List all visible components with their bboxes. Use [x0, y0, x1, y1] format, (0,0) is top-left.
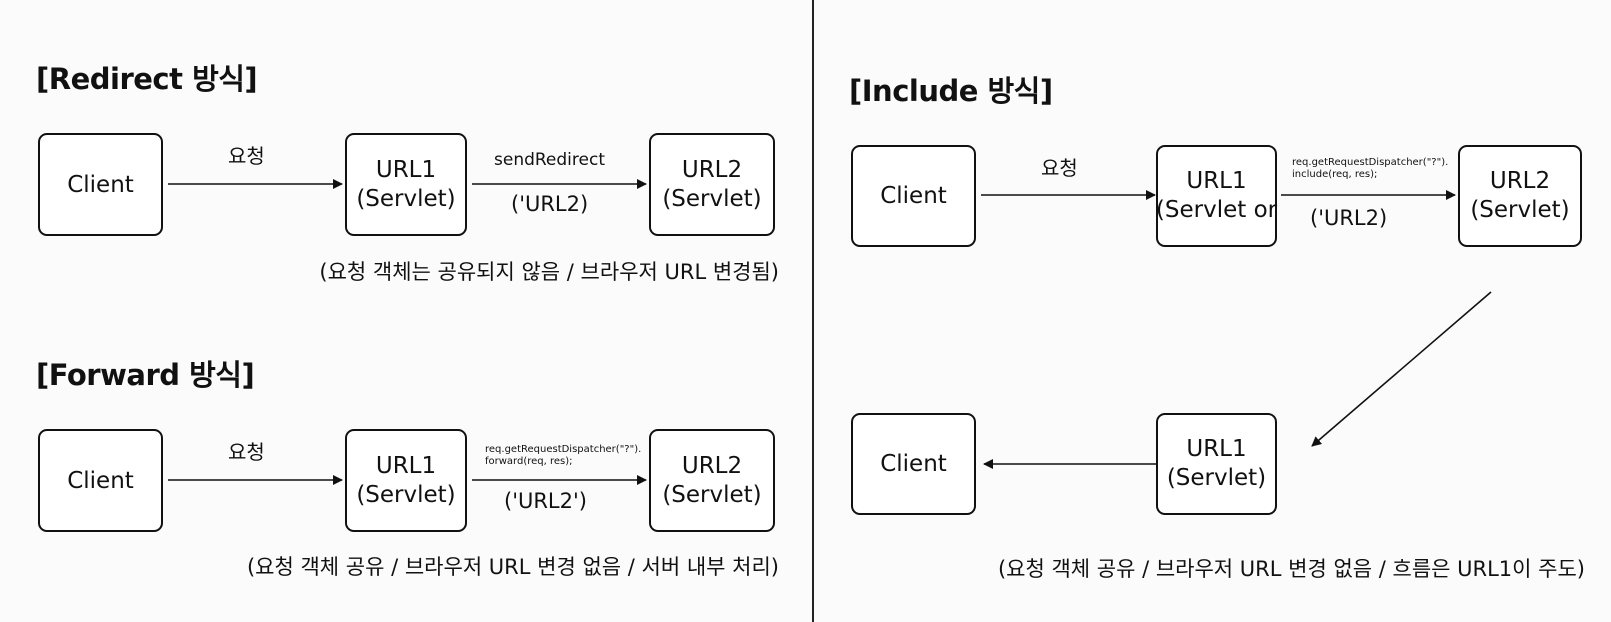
- redirect-url1-line2: (Servlet): [356, 185, 456, 212]
- include-url2-box: URL2 (Servlet): [1458, 145, 1582, 247]
- include-url2-line2: (Servlet): [1470, 197, 1570, 223]
- forward-url1-line1: URL1: [375, 452, 437, 479]
- redirect-method-label: sendRedirect: [494, 150, 605, 170]
- include-return-url1-line1: URL1: [1186, 436, 1247, 462]
- forward-client-label: Client: [67, 467, 134, 494]
- include-request-label: 요청: [1041, 156, 1078, 180]
- forward-method-line1: req.getRequestDispatcher("?").: [485, 444, 642, 455]
- section-divider: [812, 0, 814, 622]
- forward-url2-line1: URL2: [681, 452, 743, 479]
- forward-title: [Forward 방식]: [36, 358, 255, 392]
- redirect-request-label: 요청: [228, 144, 265, 168]
- redirect-note: (요청 객체는 공유되지 않음 / 브라우저 URL 변경됨): [319, 260, 779, 284]
- forward-target-label: ('URL2'): [504, 489, 587, 513]
- redirect-target-label: ('URL2): [511, 192, 589, 216]
- include-target-label: ('URL2): [1310, 206, 1388, 230]
- include-url1-line1: URL1: [1186, 168, 1247, 194]
- include-method-line2: include(req, res);: [1292, 169, 1378, 180]
- include-return-client-label: Client: [880, 451, 947, 477]
- forward-note: (요청 객체 공유 / 브라우저 URL 변경 없음 / 서버 내부 처리): [246, 555, 779, 579]
- include-note: (요청 객체 공유 / 브라우저 URL 변경 없음 / 흐름은 URL1이 주…: [997, 557, 1585, 581]
- redirect-url2-line1: URL2: [681, 156, 743, 183]
- include-url1-line2: (Servlet or: [1155, 197, 1278, 223]
- include-method-line1: req.getRequestDispatcher("?").: [1292, 157, 1449, 168]
- forward-url2-box: URL2 (Servlet): [649, 429, 775, 532]
- forward-request-label: 요청: [228, 440, 265, 464]
- redirect-url2-box: URL2 (Servlet): [649, 133, 775, 236]
- forward-method-line2: forward(req, res);: [485, 456, 573, 467]
- redirect-client-box: Client: [38, 133, 163, 236]
- forward-client-box: Client: [38, 429, 163, 532]
- redirect-url1-line1: URL1: [375, 156, 437, 183]
- forward-url1-line2: (Servlet): [356, 481, 456, 508]
- include-return-diagonal-arrow: [1311, 291, 1492, 447]
- include-return-client-box: Client: [851, 413, 976, 515]
- include-client-label: Client: [880, 183, 947, 209]
- forward-url2-line2: (Servlet): [662, 481, 762, 508]
- redirect-url2-line2: (Servlet): [662, 185, 762, 212]
- include-url1-box: URL1 (Servlet or: [1156, 145, 1277, 247]
- forward-url1-box: URL1 (Servlet): [345, 429, 467, 532]
- include-url2-line1: URL2: [1489, 168, 1551, 194]
- include-return-url1-box: URL1 (Servlet): [1156, 413, 1277, 515]
- include-title: [Include 방식]: [849, 74, 1053, 108]
- redirect-url1-box: URL1 (Servlet): [345, 133, 467, 236]
- redirect-title: [Redirect 방식]: [36, 62, 258, 96]
- include-client-box: Client: [851, 145, 976, 247]
- redirect-client-label: Client: [67, 171, 134, 198]
- include-return-url1-line2: (Servlet): [1166, 465, 1267, 491]
